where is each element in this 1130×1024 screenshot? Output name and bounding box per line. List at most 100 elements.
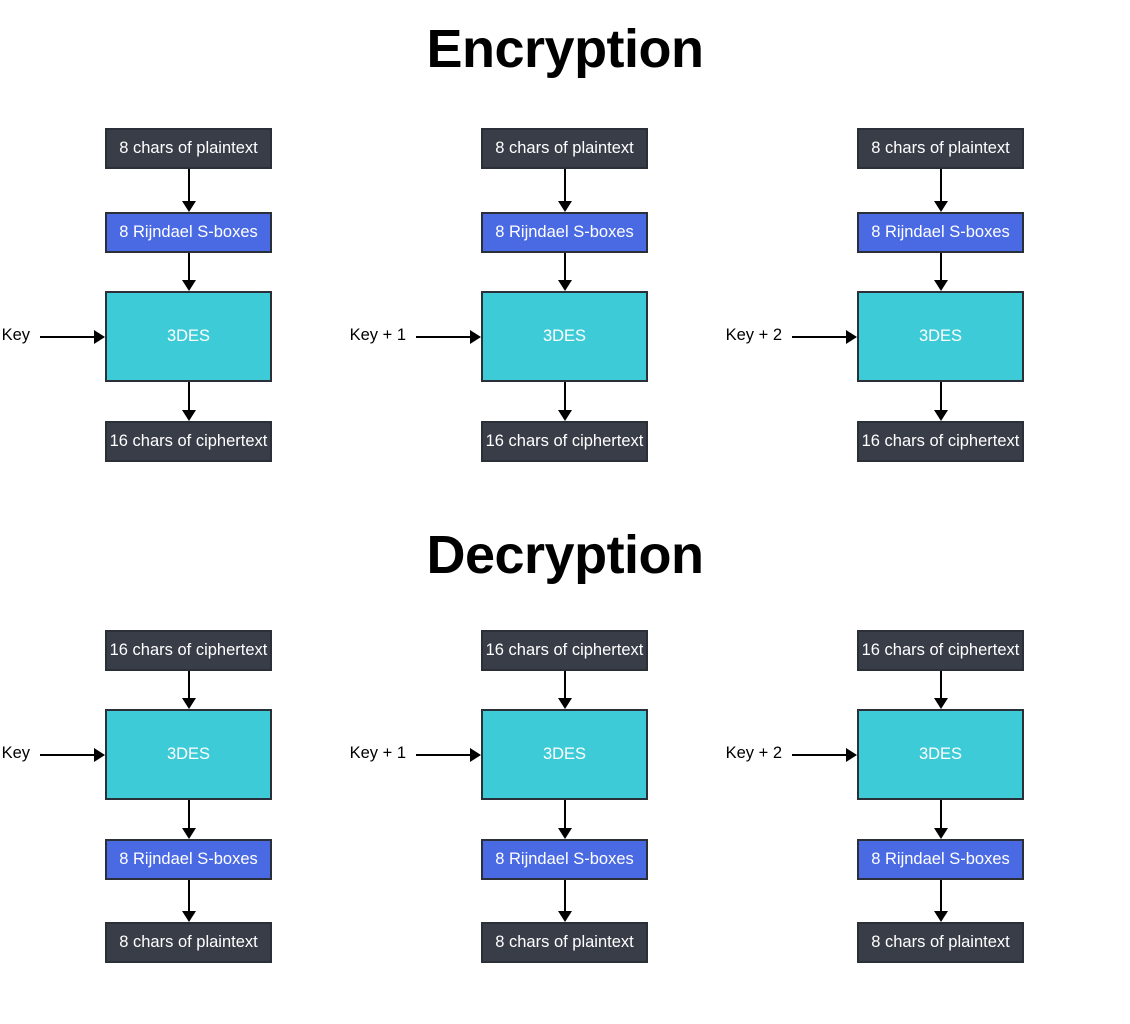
- node-label: 8 chars of plaintext: [495, 932, 634, 951]
- node-label: 3DES: [166, 326, 211, 345]
- node-label: 8 chars of plaintext: [871, 932, 1010, 951]
- node-8-chars-of-plaintext: 8 chars of plaintext: [481, 922, 648, 963]
- node-label: 3DES: [542, 744, 587, 763]
- node-label: 16 chars of ciphertext: [109, 640, 268, 659]
- node-3des: 3DES: [105, 709, 272, 800]
- key-arrowhead-icon: [470, 747, 481, 762]
- key-connector-line: [416, 335, 471, 338]
- key-arrowhead-icon: [470, 329, 481, 344]
- flow-connector-line: [187, 880, 190, 913]
- node-label: 8 Rijndael S-boxes: [119, 222, 258, 241]
- key-input-label: Key + 1: [349, 743, 406, 762]
- node-3des: 3DES: [481, 709, 648, 800]
- encryption-section-title: Encryption: [426, 19, 704, 79]
- node-label: 8 chars of plaintext: [119, 932, 258, 951]
- key-connector-line: [792, 753, 847, 756]
- node-label: 3DES: [542, 326, 587, 345]
- node-8-rijndael-s-boxes: 8 Rijndael S-boxes: [105, 212, 272, 253]
- key-arrowhead-icon: [94, 329, 105, 344]
- flow-arrowhead-icon: [557, 828, 572, 839]
- node-16-chars-of-ciphertext: 16 chars of ciphertext: [857, 421, 1024, 462]
- key-input-label: Key + 1: [349, 325, 406, 344]
- flow-connector-line: [187, 671, 190, 700]
- node-3des: 3DES: [481, 291, 648, 382]
- flow-connector-line: [939, 169, 942, 203]
- flow-connector-line: [187, 169, 190, 203]
- node-8-rijndael-s-boxes: 8 Rijndael S-boxes: [857, 839, 1024, 880]
- flow-arrowhead-icon: [181, 280, 196, 291]
- node-8-rijndael-s-boxes: 8 Rijndael S-boxes: [481, 212, 648, 253]
- flow-arrowhead-icon: [933, 280, 948, 291]
- node-16-chars-of-ciphertext: 16 chars of ciphertext: [481, 421, 648, 462]
- flow-arrowhead-icon: [557, 280, 572, 291]
- node-16-chars-of-ciphertext: 16 chars of ciphertext: [105, 630, 272, 671]
- decryption-section-title: Decryption: [426, 525, 704, 585]
- flow-connector-line: [187, 253, 190, 282]
- flow-arrowhead-icon: [933, 698, 948, 709]
- key-connector-line: [416, 753, 471, 756]
- key-input-label: Key: [1, 743, 30, 762]
- node-label: 8 Rijndael S-boxes: [871, 222, 1010, 241]
- node-3des: 3DES: [857, 291, 1024, 382]
- node-8-chars-of-plaintext: 8 chars of plaintext: [105, 922, 272, 963]
- node-8-chars-of-plaintext: 8 chars of plaintext: [857, 128, 1024, 169]
- flow-arrowhead-icon: [933, 911, 948, 922]
- flow-connector-line: [187, 800, 190, 830]
- key-arrowhead-icon: [846, 747, 857, 762]
- node-label: 8 Rijndael S-boxes: [871, 849, 1010, 868]
- node-label: 16 chars of ciphertext: [109, 431, 268, 450]
- flow-connector-line: [939, 880, 942, 913]
- node-label: 8 chars of plaintext: [871, 138, 1010, 157]
- node-label: 16 chars of ciphertext: [485, 431, 644, 450]
- flow-arrowhead-icon: [557, 911, 572, 922]
- key-input-label: Key + 2: [725, 743, 782, 762]
- node-label: 16 chars of ciphertext: [861, 640, 1020, 659]
- flow-connector-line: [563, 253, 566, 282]
- flow-arrowhead-icon: [557, 698, 572, 709]
- node-8-chars-of-plaintext: 8 chars of plaintext: [481, 128, 648, 169]
- flow-connector-line: [563, 880, 566, 913]
- flow-connector-line: [939, 253, 942, 282]
- key-connector-line: [792, 335, 847, 338]
- node-label: 3DES: [918, 744, 963, 763]
- node-8-chars-of-plaintext: 8 chars of plaintext: [105, 128, 272, 169]
- flow-arrowhead-icon: [557, 201, 572, 212]
- flow-arrowhead-icon: [181, 698, 196, 709]
- node-16-chars-of-ciphertext: 16 chars of ciphertext: [481, 630, 648, 671]
- node-8-rijndael-s-boxes: 8 Rijndael S-boxes: [857, 212, 1024, 253]
- node-16-chars-of-ciphertext: 16 chars of ciphertext: [105, 421, 272, 462]
- flow-connector-line: [187, 382, 190, 412]
- flow-connector-line: [939, 800, 942, 830]
- key-input-label: Key + 2: [725, 325, 782, 344]
- flow-connector-line: [563, 169, 566, 203]
- node-label: 8 chars of plaintext: [119, 138, 258, 157]
- key-input-label: Key: [1, 325, 30, 344]
- node-label: 8 Rijndael S-boxes: [119, 849, 258, 868]
- flow-connector-line: [563, 382, 566, 412]
- flow-arrowhead-icon: [181, 911, 196, 922]
- node-8-rijndael-s-boxes: 8 Rijndael S-boxes: [105, 839, 272, 880]
- node-label: 8 chars of plaintext: [495, 138, 634, 157]
- flow-connector-line: [939, 382, 942, 412]
- flow-connector-line: [563, 800, 566, 830]
- flow-arrowhead-icon: [933, 201, 948, 212]
- flow-arrowhead-icon: [933, 410, 948, 421]
- key-arrowhead-icon: [94, 747, 105, 762]
- node-8-rijndael-s-boxes: 8 Rijndael S-boxes: [481, 839, 648, 880]
- flow-arrowhead-icon: [181, 828, 196, 839]
- node-3des: 3DES: [105, 291, 272, 382]
- flow-arrowhead-icon: [933, 828, 948, 839]
- node-3des: 3DES: [857, 709, 1024, 800]
- key-connector-line: [40, 753, 95, 756]
- flow-arrowhead-icon: [557, 410, 572, 421]
- node-label: 3DES: [918, 326, 963, 345]
- node-label: 16 chars of ciphertext: [485, 640, 644, 659]
- node-label: 16 chars of ciphertext: [861, 431, 1020, 450]
- node-label: 3DES: [166, 744, 211, 763]
- node-16-chars-of-ciphertext: 16 chars of ciphertext: [857, 630, 1024, 671]
- node-8-chars-of-plaintext: 8 chars of plaintext: [857, 922, 1024, 963]
- flow-arrowhead-icon: [181, 410, 196, 421]
- node-label: 8 Rijndael S-boxes: [495, 849, 634, 868]
- key-arrowhead-icon: [846, 329, 857, 344]
